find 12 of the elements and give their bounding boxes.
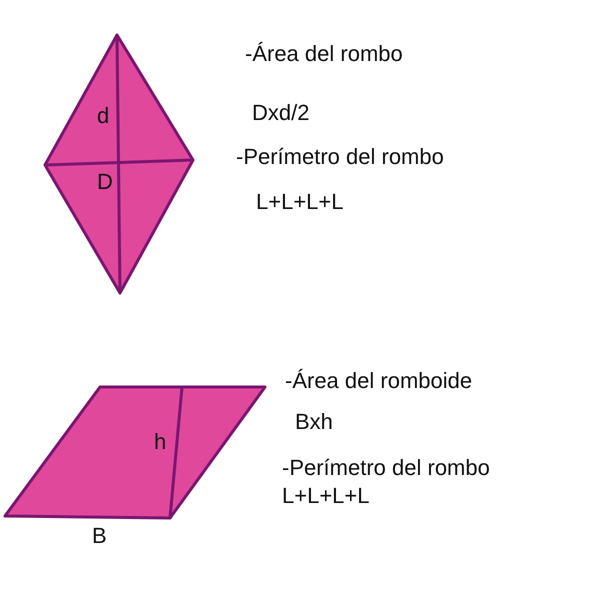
formula-text: Dxd/2 bbox=[252, 101, 310, 125]
formula-heading: -Área del romboide bbox=[285, 369, 472, 393]
formula-heading: -Perímetro del rombo bbox=[236, 145, 444, 169]
formula-text: Bxh bbox=[295, 410, 333, 434]
height-label: h bbox=[154, 430, 166, 454]
diagonal-label: d bbox=[97, 104, 110, 128]
diagonal-label: D bbox=[97, 170, 113, 194]
formula-heading: -Perímetro del rombo bbox=[282, 456, 490, 480]
base-label: B bbox=[92, 524, 107, 548]
formula-heading: -Área del rombo bbox=[245, 42, 403, 66]
formula-text: L+L+L+L bbox=[256, 190, 344, 214]
formula-text: L+L+L+L bbox=[282, 484, 370, 508]
